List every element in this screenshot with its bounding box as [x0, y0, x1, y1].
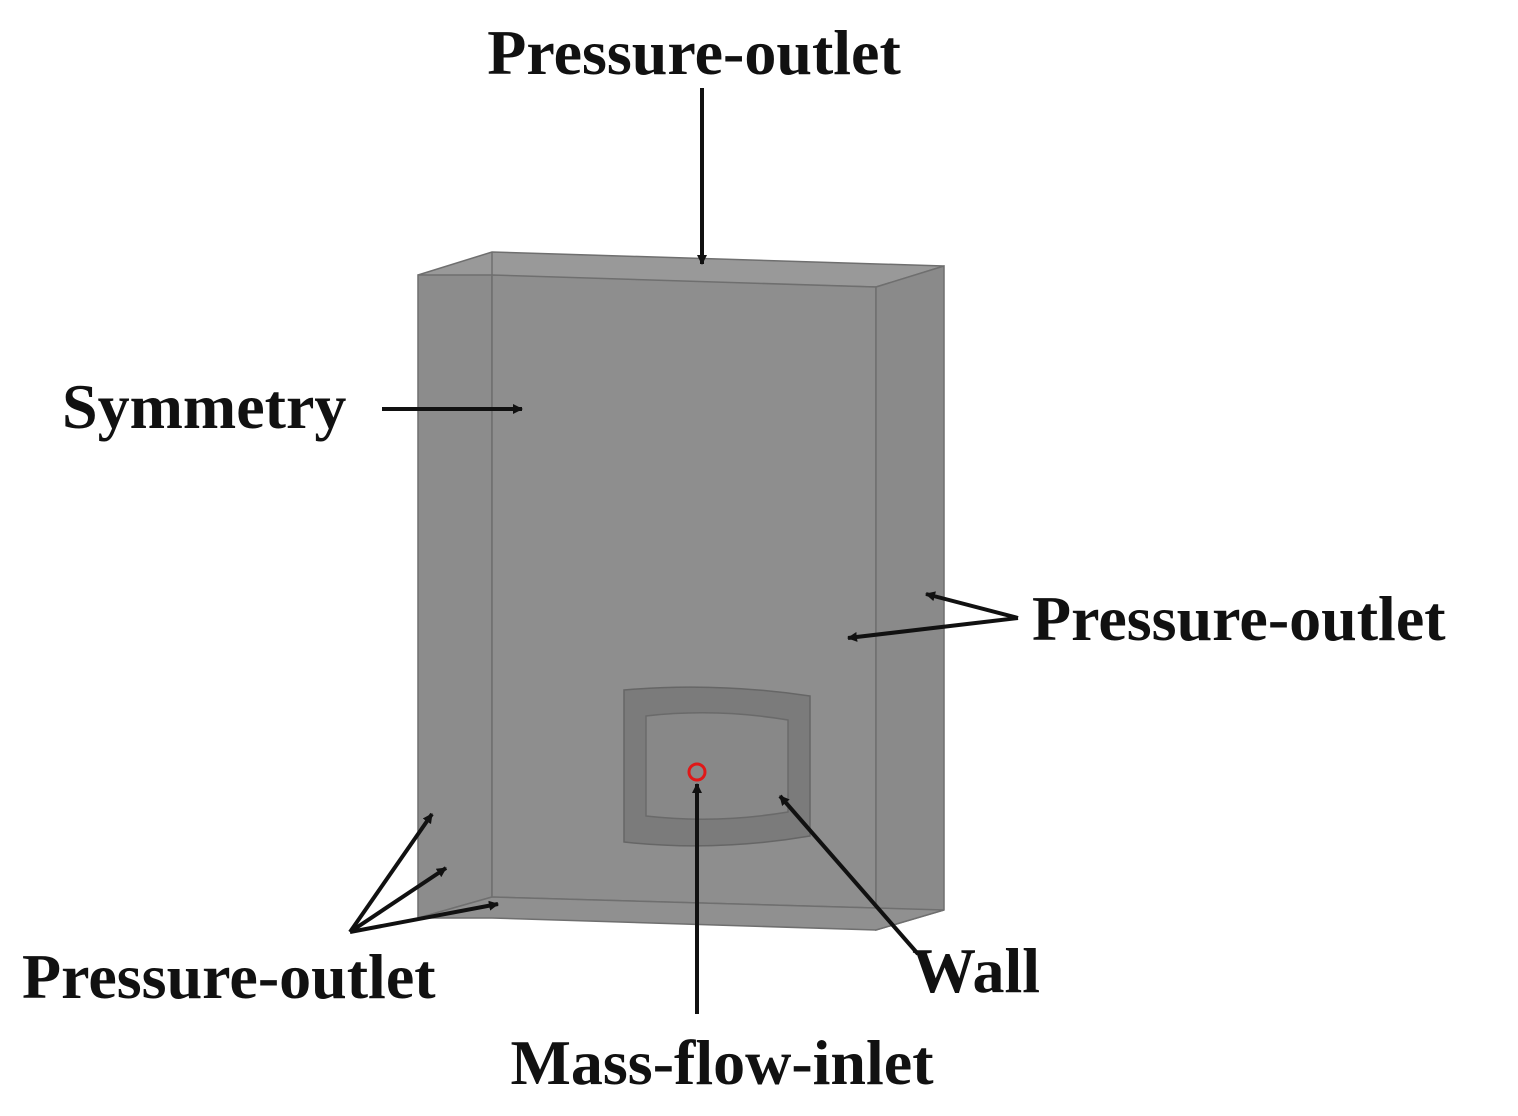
- wall-structure: [623, 686, 811, 847]
- arrow-right-outlet-2: [925, 591, 1019, 620]
- label-wall: Wall: [912, 935, 1040, 1006]
- arrow-bottom-outlet-2: [348, 866, 448, 934]
- arrow-right-outlet-1: [847, 616, 1019, 642]
- arrow-bottom-outlet-3: [349, 900, 499, 934]
- arrow-bottom-outlet-1: [348, 812, 434, 934]
- annotation-arrows: [348, 88, 1019, 1014]
- label-top-pressure-outlet: Pressure-outlet: [487, 17, 901, 88]
- label-symmetry: Symmetry: [62, 371, 346, 442]
- arrow-wall: [778, 794, 920, 956]
- mass-flow-inlet-ring: [687, 762, 707, 782]
- wall-inner: [645, 712, 789, 820]
- label-mass-flow-inlet: Mass-flow-inlet: [510, 1027, 934, 1098]
- label-bottom-left-pressure-outlet: Pressure-outlet: [22, 941, 436, 1012]
- label-right-pressure-outlet: Pressure-outlet: [1032, 583, 1446, 654]
- bottom-face: [417, 896, 945, 931]
